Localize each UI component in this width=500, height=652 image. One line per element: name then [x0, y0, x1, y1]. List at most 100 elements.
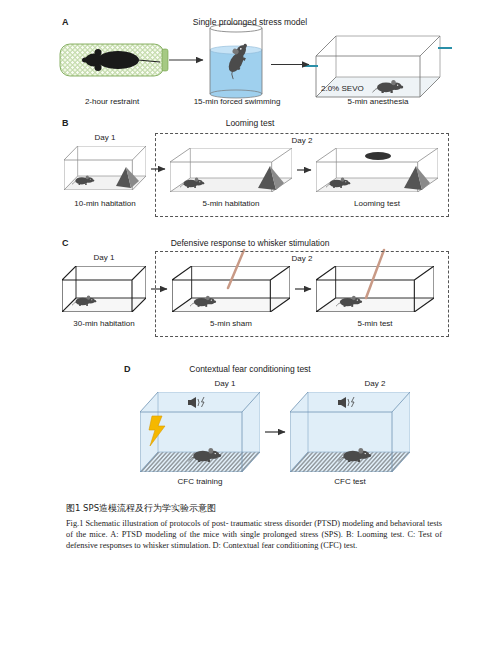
day-group: 5-min habitationLooming testDay 2 — [156, 134, 448, 216]
day-label: Day 2 — [156, 136, 448, 146]
step-caption: CFC test — [290, 477, 410, 487]
arena-box: 5-min habitation — [170, 148, 292, 192]
chamber-front — [316, 36, 440, 97]
looming-disk — [365, 152, 391, 160]
mouse-snout — [82, 58, 88, 63]
mouse — [180, 178, 204, 188]
whisker-arenas — [62, 250, 434, 312]
flow-arrow — [151, 168, 165, 169]
shelter-side — [126, 167, 139, 188]
chamber-floor — [316, 77, 440, 97]
step-caption: 2-hour restraint — [40, 97, 184, 107]
arena-box: Day 130-min habitation — [62, 266, 146, 312]
flow-arrow — [151, 288, 167, 289]
mouse — [336, 296, 362, 307]
day-label: Day 1 — [54, 253, 154, 263]
panel-letter: C — [62, 238, 82, 249]
shock-symbol — [202, 397, 205, 407]
arena — [62, 266, 146, 312]
arena-box: Day 110-min habitation — [64, 146, 146, 190]
arena-box: Looming test — [316, 148, 438, 192]
mouse — [326, 178, 350, 188]
arena-box: 5-min sham — [172, 266, 290, 312]
conditioning-chambers — [140, 392, 410, 472]
restraint-tube: 2-hour restraint — [60, 42, 164, 78]
figure-legend-text: Fig.1 Schematic illustration of protocol… — [66, 518, 442, 551]
day-label: Day 1 — [55, 133, 155, 143]
chamber-back — [336, 36, 440, 77]
panel-title: Defensive response to whisker stimulatio… — [90, 238, 410, 249]
step-caption: 5-min anesthesia — [308, 97, 448, 107]
panel-letter: B — [62, 118, 82, 129]
gas-outlet — [438, 47, 452, 49]
swimming-mouse — [220, 40, 252, 80]
stimulation-stick — [228, 250, 244, 288]
beaker-wall — [262, 28, 263, 94]
flow-arrow — [265, 431, 285, 432]
mouse — [72, 175, 94, 185]
sound-wave — [348, 399, 349, 406]
speaker-cone — [341, 397, 346, 408]
arena — [64, 146, 146, 190]
arena — [172, 266, 290, 312]
step-caption: 5-min habitation — [166, 199, 296, 209]
mouse — [188, 448, 221, 462]
speaker-body — [338, 400, 341, 405]
conditioning-chamber: Day 2CFC test — [290, 392, 410, 472]
mouse-tail — [138, 60, 160, 62]
footshock-bolt — [149, 416, 165, 446]
tube-cap — [162, 49, 168, 71]
sound-wave — [198, 399, 199, 406]
panel-title: Single prolonged stress model — [150, 17, 350, 28]
flow-arrow — [271, 64, 309, 65]
beaker-wall — [210, 28, 211, 94]
stimulation-stick — [366, 250, 384, 298]
mouse-ear — [95, 49, 102, 56]
shelter-side — [416, 166, 430, 190]
speaker-cone — [191, 397, 196, 408]
mouse — [190, 296, 216, 307]
panel-letter: D — [124, 364, 144, 375]
arena — [316, 148, 438, 192]
swim-beaker: 15-min forced swimming — [208, 24, 266, 96]
shock-symbol — [352, 397, 355, 407]
panel-letter: A — [62, 17, 82, 28]
mouse-ear — [95, 64, 102, 71]
step-caption: CFC training — [140, 477, 260, 487]
flow-arrow — [297, 169, 311, 170]
flow-arrow — [169, 59, 203, 60]
figure-caption: 图1 SPS造模流程及行为学实验示意图 — [66, 503, 446, 514]
beaker-bottom — [210, 90, 262, 98]
speaker-body — [188, 400, 191, 405]
anesthesia-illustration — [304, 36, 452, 97]
speaker-icon — [338, 397, 354, 408]
step-caption: 15-min forced swimming — [167, 97, 307, 107]
step-caption: Looming test — [312, 199, 442, 209]
shelter-side — [270, 166, 284, 190]
looming-arenas — [64, 146, 438, 192]
step-caption: 5-min test — [310, 319, 440, 329]
speaker-icon — [188, 397, 204, 408]
step-caption: 5-min sham — [166, 319, 296, 329]
step-caption: 10-min habitation — [40, 199, 170, 209]
mouse — [72, 296, 96, 306]
gas-inlet — [304, 65, 318, 67]
arena-box: 5-min test — [316, 266, 434, 312]
panel-title: Contextual fear conditioning test — [130, 364, 370, 375]
step-caption: 30-min habitation — [39, 319, 169, 329]
day-label: Day 2 — [345, 379, 405, 389]
anesthesia-chamber: 2.0% SEVO5-min anesthesia — [314, 33, 442, 99]
flow-arrow — [295, 288, 311, 289]
mouse — [373, 80, 404, 93]
mouse — [338, 448, 371, 462]
restraint-tube-body — [60, 44, 164, 76]
day-label: Day 1 — [195, 379, 255, 389]
beaker-illustration — [210, 24, 262, 98]
chamber-label: 2.0% SEVO — [321, 84, 381, 94]
day-group: 5-min sham5-min testDay 2 — [156, 252, 448, 336]
arena — [170, 148, 292, 192]
chamber — [290, 392, 410, 472]
restraint-illustration — [60, 44, 168, 76]
conditioning-chamber: Day 1CFC training — [140, 392, 260, 472]
